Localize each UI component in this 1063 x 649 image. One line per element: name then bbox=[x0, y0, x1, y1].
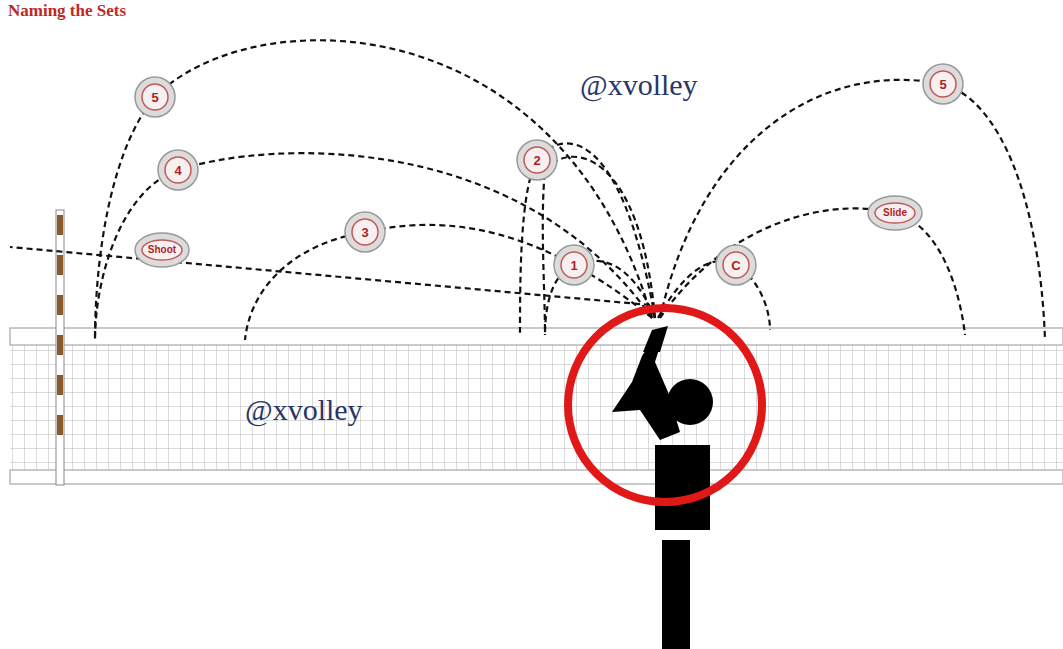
trajectory bbox=[660, 80, 1045, 340]
net-mesh bbox=[10, 345, 1063, 470]
set-name: C bbox=[731, 259, 740, 272]
volleyball-ball: 1 bbox=[554, 245, 594, 285]
setter-figure bbox=[612, 326, 713, 649]
set-name: Shoot bbox=[148, 245, 176, 255]
watermark: @xvolley bbox=[580, 70, 698, 100]
trajectory bbox=[10, 247, 650, 305]
set-name: 3 bbox=[361, 226, 368, 239]
net-top-band bbox=[10, 328, 1063, 345]
volleyball-ball: C bbox=[716, 245, 756, 285]
volleyball-ball: 5 bbox=[135, 77, 175, 117]
watermark: @xvolley bbox=[245, 395, 363, 425]
set-name: 5 bbox=[151, 91, 158, 104]
set-trajectories bbox=[10, 40, 1045, 340]
volleyball-ball: Shoot bbox=[135, 233, 189, 267]
trajectory bbox=[95, 40, 652, 340]
net-bottom-band bbox=[10, 470, 1063, 484]
volleyball-ball: 4 bbox=[158, 150, 198, 190]
highlight-circle bbox=[568, 308, 762, 502]
set-name: 2 bbox=[533, 154, 540, 167]
trajectory bbox=[520, 143, 655, 335]
trajectory bbox=[245, 225, 652, 340]
set-name: 5 bbox=[939, 78, 946, 91]
diagram-title: Naming the Sets bbox=[8, 2, 126, 19]
volleyball-ball: 2 bbox=[517, 140, 557, 180]
volleyball-ball: 3 bbox=[345, 212, 385, 252]
volleyball-ball: Slide bbox=[868, 196, 922, 230]
volleyball-ball: 5 bbox=[923, 64, 963, 104]
set-name: Slide bbox=[883, 208, 907, 218]
trajectory bbox=[95, 153, 652, 340]
set-name: 4 bbox=[174, 164, 181, 177]
set-name: 1 bbox=[570, 259, 577, 272]
